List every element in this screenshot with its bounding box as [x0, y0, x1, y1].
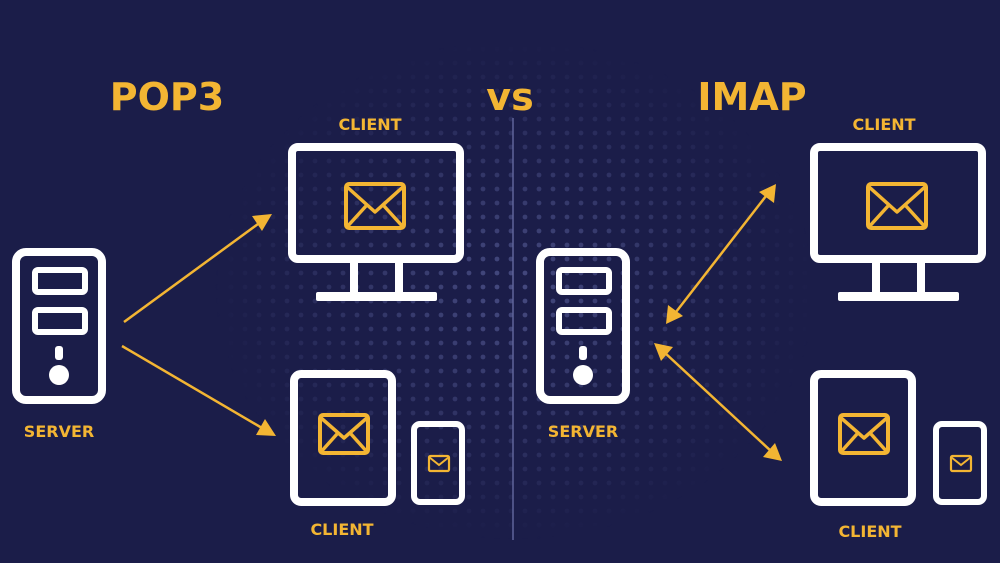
- imap-monitor-envelope-icon: [866, 182, 928, 230]
- imap-phone-envelope-icon: [949, 454, 973, 473]
- imap-tablet-icon: [810, 370, 916, 506]
- pop3-tablet-icon: [290, 370, 396, 506]
- pop3-desktop-client-label: CLIENT: [338, 115, 401, 134]
- imap-phone-icon: [933, 421, 987, 505]
- imap-server-label: SERVER: [548, 422, 618, 441]
- imap-arrow-server-desktop: [666, 184, 776, 324]
- pop3-monitor-envelope-icon: [344, 182, 406, 230]
- pop3-arrow-to-mobile: [121, 344, 276, 436]
- title-vs: vs: [486, 75, 533, 119]
- pop3-monitor-icon: [288, 143, 464, 301]
- pop3-tablet-envelope-icon: [318, 413, 370, 455]
- pop3-mobile-client-label: CLIENT: [310, 520, 373, 539]
- pop3-arrow-to-desktop: [123, 214, 272, 324]
- imap-desktop-client-label: CLIENT: [852, 115, 915, 134]
- imap-mobile-client-label: CLIENT: [838, 522, 901, 541]
- pop3-server-icon: [12, 248, 106, 404]
- title-pop3: POP3: [110, 75, 224, 119]
- imap-server-icon: [536, 248, 630, 404]
- imap-tablet-envelope-icon: [838, 413, 890, 455]
- imap-monitor-icon: [810, 143, 986, 301]
- pop3-server-label: SERVER: [24, 422, 94, 441]
- pop3-phone-envelope-icon: [427, 454, 451, 473]
- title-imap: IMAP: [697, 75, 806, 119]
- pop3-phone-icon: [411, 421, 465, 505]
- imap-arrow-server-mobile: [654, 343, 782, 461]
